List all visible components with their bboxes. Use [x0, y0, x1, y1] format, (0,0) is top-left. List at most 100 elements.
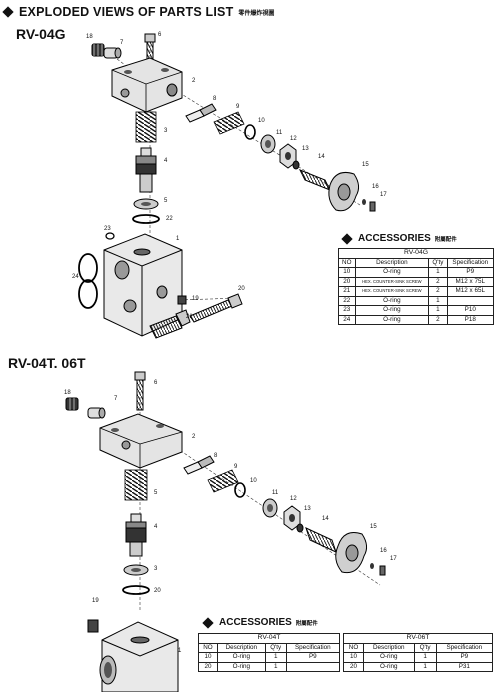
cell-no: 10 — [343, 652, 364, 663]
callout-top-7: 7 — [120, 40, 124, 46]
part-17-screw-bottom — [379, 565, 386, 576]
accessories-subtitle: 附屬配件 — [295, 620, 318, 627]
part-21-screw — [149, 309, 191, 339]
cell-qty: 1 — [428, 295, 448, 306]
callout-bottom-6: 6 — [154, 380, 158, 386]
accessories-table-rv04g: RV-04G NO Description Q'ty Specification… — [338, 248, 494, 325]
callout-top-24: 24 — [72, 274, 79, 280]
accessories-table-rv04t: RV-04T NO Description Q'ty Specification… — [198, 633, 341, 672]
col-qty: Q'ty — [413, 642, 437, 653]
callout-top-22: 22 — [166, 216, 173, 222]
part-11-seat — [260, 134, 276, 154]
cell-no: 10 — [198, 652, 218, 663]
cell-qty: 1 — [428, 267, 448, 278]
part-12-nut — [279, 143, 297, 169]
part-10-o-ring — [244, 124, 256, 140]
col-no: NO — [338, 257, 356, 268]
part-14-threaded-rod — [298, 169, 332, 191]
cell-no: 20 — [198, 661, 218, 672]
part-14-threaded-rod-bottom — [305, 527, 337, 553]
callout-bottom-16: 16 — [380, 548, 387, 554]
col-description: Description — [216, 642, 266, 653]
callout-bottom-18: 18 — [64, 390, 71, 396]
part-12-nut-bottom — [283, 505, 301, 531]
col-qty: Q'ty — [428, 257, 448, 268]
part-5-washer — [133, 198, 159, 210]
assembly-axis-lines-bottom — [139, 372, 381, 610]
col-specification: Specification — [446, 257, 494, 268]
diamond-bullet-icon — [202, 616, 214, 629]
part-1-valve-body — [103, 233, 183, 337]
cell-spec: P31 — [435, 661, 494, 672]
accessories-subtitle: 附屬配件 — [434, 236, 457, 243]
cell-description: HEX. COUNTER-SINK SCREW — [354, 286, 430, 297]
cell-qty: 1 — [413, 652, 437, 663]
cell-spec — [446, 295, 494, 306]
part-6-bolt-bottom — [134, 371, 146, 411]
cell-no: 20 — [343, 661, 364, 672]
cell-qty: 2 — [428, 276, 448, 287]
accessories-heading-bottom: ACCESSORIES 附屬配件 — [202, 616, 318, 629]
callout-top-20: 20 — [238, 286, 245, 292]
callout-bottom-8: 8 — [214, 453, 218, 459]
cell-spec: M12 x 75L — [446, 276, 494, 287]
part-13-washer-bottom — [296, 523, 304, 533]
diamond-bullet-icon — [341, 232, 353, 245]
callout-top-9: 9 — [236, 104, 240, 110]
part-19-plug — [177, 295, 187, 305]
part-1-valve-body-bottom — [99, 621, 179, 692]
part-2-cover-block-bottom — [99, 413, 183, 469]
callout-top-1: 1 — [176, 236, 180, 242]
part-9-spring-bottom — [207, 469, 239, 493]
cell-no: 20 — [338, 276, 356, 287]
part-15-knob-bottom — [335, 532, 368, 574]
part-16-washer — [362, 199, 366, 205]
cell-spec: P9 — [435, 652, 494, 663]
cell-description: O-ring — [363, 652, 415, 663]
callout-top-18: 18 — [86, 34, 93, 40]
cell-spec: M12 x 65L — [446, 286, 494, 297]
col-specification: Specification — [435, 642, 494, 653]
callout-top-19: 19 — [192, 296, 199, 302]
callout-bottom-11: 11 — [272, 490, 279, 496]
cell-spec: P9 — [285, 652, 341, 663]
callout-bottom-10: 10 — [250, 478, 257, 484]
table-caption: RV-04G — [338, 248, 494, 259]
page-subtitle: 零件爆炸視圖 — [238, 10, 275, 17]
col-no: NO — [198, 642, 218, 653]
page-header: EXPLODED VIEWS OF PARTS LIST 零件爆炸視圖 — [2, 5, 275, 19]
callout-top-16: 16 — [372, 184, 379, 190]
callout-top-14: 14 — [318, 154, 325, 160]
part-10-o-ring-bottom — [234, 482, 246, 498]
callout-bottom-15: 15 — [370, 524, 377, 530]
part-3-washer-bottom — [123, 564, 149, 576]
part-7-plug-bottom — [87, 407, 106, 419]
callout-bottom-9: 9 — [234, 464, 238, 470]
part-16-washer-bottom — [370, 563, 374, 569]
callout-top-3: 3 — [164, 128, 168, 134]
cell-spec: P10 — [446, 305, 494, 316]
cell-qty: 1 — [428, 305, 448, 316]
table-caption: RV-04T — [198, 633, 340, 644]
callout-top-4: 4 — [164, 158, 168, 164]
callout-top-23: 23 — [104, 226, 111, 232]
callout-top-2: 2 — [192, 78, 196, 84]
part-4-spool — [135, 147, 157, 193]
cell-no: 21 — [338, 286, 356, 297]
part-17-screw — [369, 201, 376, 212]
col-no: NO — [343, 642, 364, 653]
cell-no: 23 — [338, 305, 356, 316]
part-19-plug-bottom — [87, 619, 99, 633]
callout-top-21: 21 — [186, 314, 193, 320]
table-header-row: NO Description Q'ty Specification — [198, 642, 341, 653]
part-3-spring — [135, 111, 157, 143]
cell-description: O-ring — [216, 652, 266, 663]
